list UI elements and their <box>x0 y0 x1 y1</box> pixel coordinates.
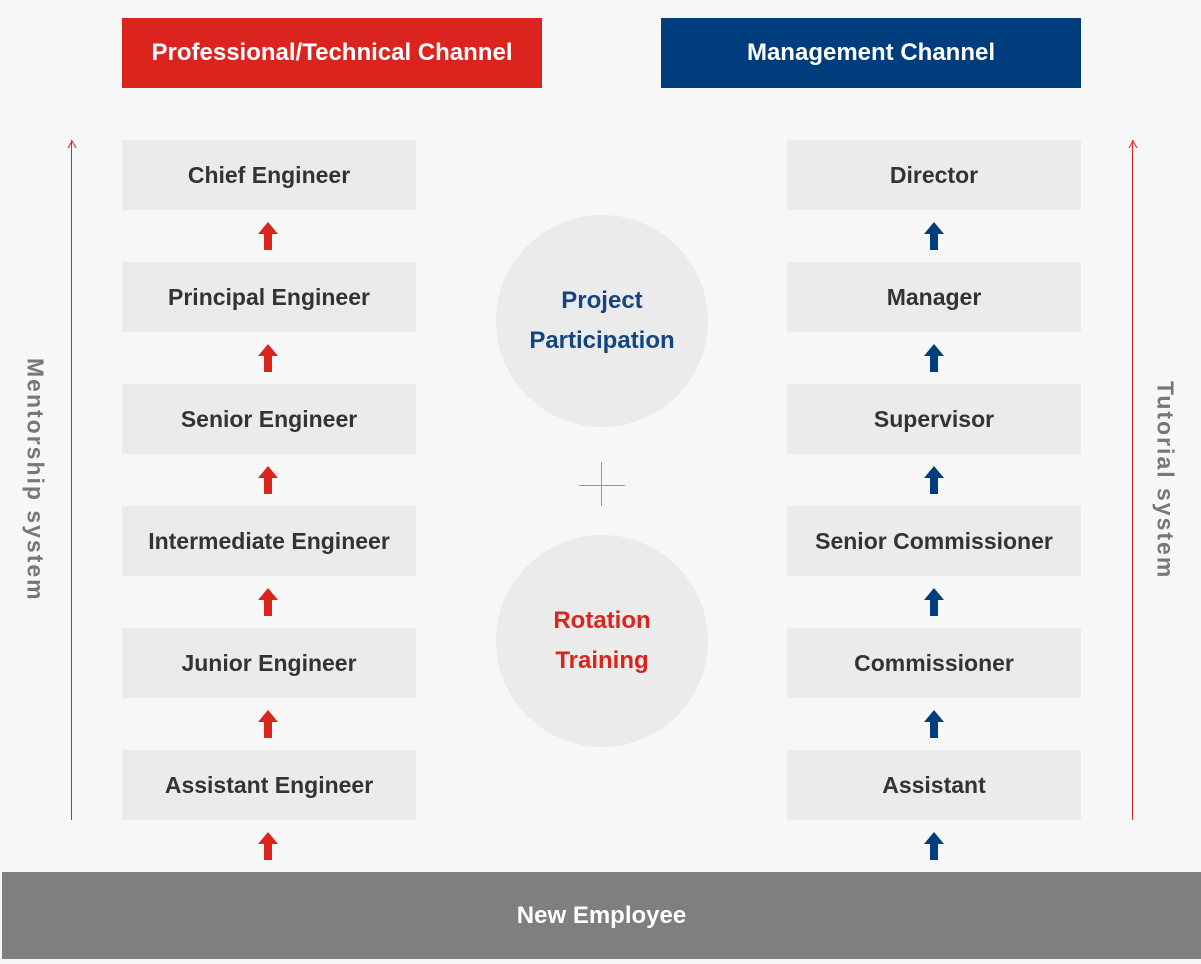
mentorship-system-label: Mentorship system <box>22 358 49 602</box>
up-arrow-icon <box>258 832 278 860</box>
level-assistant-engineer: Assistant Engineer <box>122 750 416 820</box>
tutorial-arrow-tip-icon <box>1128 140 1138 149</box>
level-assistant: Assistant <box>787 750 1081 820</box>
management-channel-header: Management Channel <box>661 18 1081 88</box>
tutorial-line <box>1132 140 1133 820</box>
level-commissioner: Commissioner <box>787 628 1081 698</box>
rotation-label-line1: Rotation <box>553 607 651 634</box>
up-arrow-icon <box>924 466 944 494</box>
tutorial-system-label: Tutorial system <box>1152 380 1179 580</box>
plus-icon-vertical <box>601 462 602 506</box>
up-arrow-icon <box>924 222 944 250</box>
up-arrow-icon <box>258 344 278 372</box>
level-director: Director <box>787 140 1081 210</box>
mentorship-arrow-tip-icon <box>67 140 77 149</box>
up-arrow-icon <box>258 588 278 616</box>
level-chief-engineer: Chief Engineer <box>122 140 416 210</box>
level-intermediate-engineer: Intermediate Engineer <box>122 506 416 576</box>
project-label-line2: Participation <box>529 327 675 354</box>
project-label-line1: Project <box>561 287 643 314</box>
level-manager: Manager <box>787 262 1081 332</box>
technical-channel-header: Professional/Technical Channel <box>122 18 542 88</box>
up-arrow-icon <box>924 344 944 372</box>
level-senior-engineer: Senior Engineer <box>122 384 416 454</box>
up-arrow-icon <box>924 832 944 860</box>
rotation-training-circle: Rotation Training <box>496 535 708 747</box>
up-arrow-icon <box>258 222 278 250</box>
up-arrow-icon <box>924 588 944 616</box>
mentorship-line <box>71 140 72 820</box>
up-arrow-icon <box>258 710 278 738</box>
up-arrow-icon <box>258 466 278 494</box>
level-supervisor: Supervisor <box>787 384 1081 454</box>
new-employee-bar: New Employee <box>2 872 1201 959</box>
level-principal-engineer: Principal Engineer <box>122 262 416 332</box>
project-participation-circle: Project Participation <box>496 215 708 427</box>
level-junior-engineer: Junior Engineer <box>122 628 416 698</box>
rotation-label-line2: Training <box>555 647 649 674</box>
level-senior-commissioner: Senior Commissioner <box>787 506 1081 576</box>
up-arrow-icon <box>924 710 944 738</box>
plus-icon <box>579 485 625 486</box>
